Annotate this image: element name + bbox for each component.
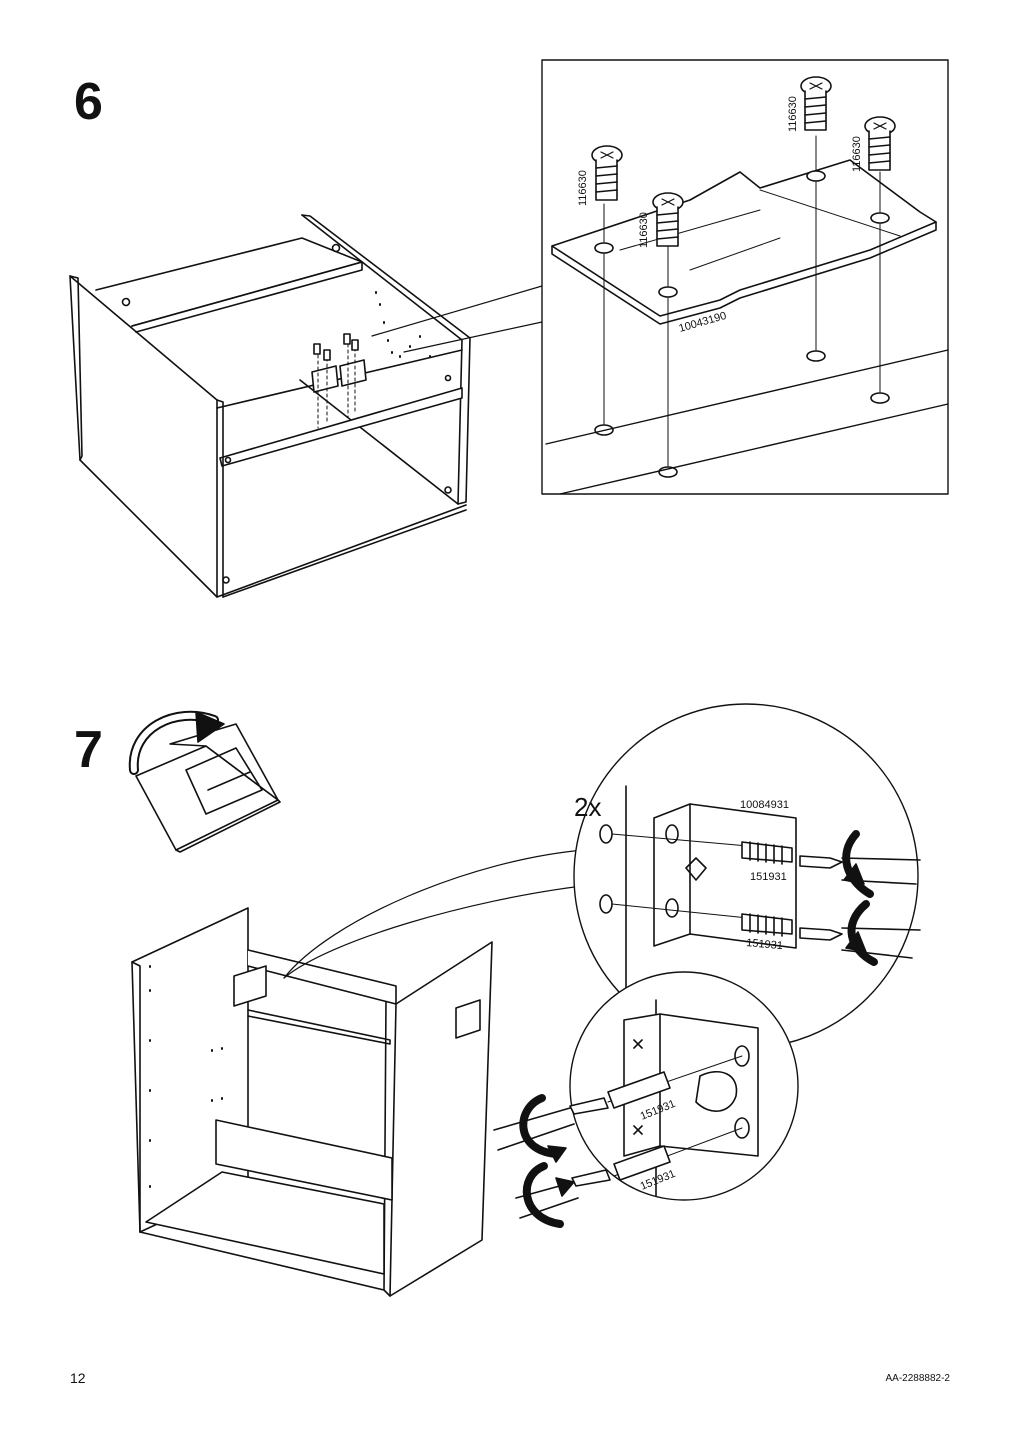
part-label-screw: 116630 — [851, 136, 863, 172]
part-label-bracket: 10084931 — [740, 799, 789, 811]
quantity-label: 2x — [574, 792, 601, 822]
document-code: AA-2288882-2 — [885, 1373, 951, 1384]
screw-icon — [864, 116, 896, 171]
step-6-detail-view: 116630 116630 116630 116630 10043190 — [541, 59, 949, 495]
part-label-screw: 116630 — [577, 170, 589, 206]
screw-icon — [591, 145, 623, 201]
screw-icon — [652, 192, 684, 247]
step-7-detail-top: 2x 10084931 151931 151931 — [573, 703, 921, 1049]
page-number: 12 — [70, 1370, 86, 1386]
screw-icon — [800, 76, 832, 131]
step-7-rotate-cabinet-icon — [128, 710, 281, 853]
step-6-cabinet-illustration — [69, 214, 543, 598]
part-label-screw: 151931 — [750, 871, 787, 883]
step-6-number: 6 — [74, 73, 103, 131]
step-7-detail-bottom: 151931 151931 — [493, 971, 799, 1228]
step-7-cabinet-illustration — [131, 849, 585, 1297]
part-label-screw: 116630 — [787, 96, 799, 132]
step-7-number: 7 — [74, 721, 103, 779]
part-label-screw: 116630 — [638, 212, 650, 248]
part-label-screw: 151931 — [746, 937, 784, 952]
